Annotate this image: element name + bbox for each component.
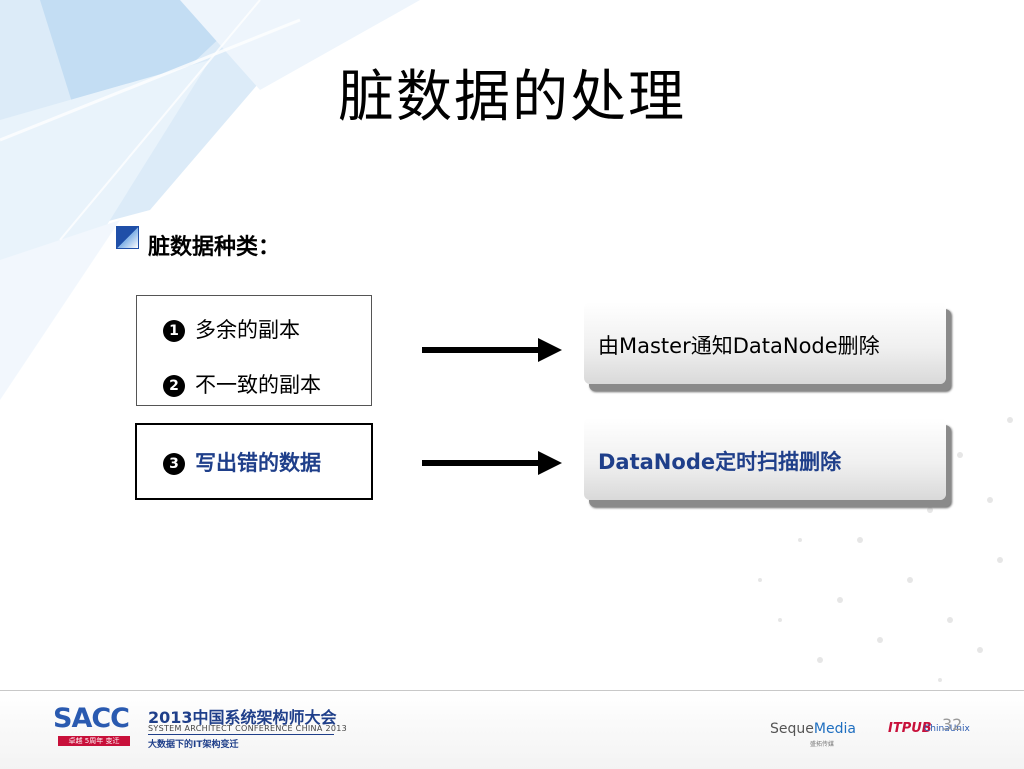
circled-number-icon: 3 bbox=[163, 453, 185, 475]
dirty-type-label: 多余的副本 bbox=[195, 318, 300, 342]
conference-title: 2013中国系统架构师大会 bbox=[148, 708, 337, 727]
divider bbox=[148, 734, 334, 735]
circled-number-icon: 1 bbox=[163, 320, 185, 342]
sponsor-chinaunix-logo: ChinaUnix bbox=[924, 724, 970, 734]
sponsor-seque-cn: 盛拓传媒 bbox=[810, 741, 835, 748]
slide-title: 脏数据的处理 bbox=[338, 65, 686, 130]
list-item: 1 多余的副本 bbox=[163, 314, 300, 344]
dirty-types-box: 1 多余的副本 2 不一致的副本 bbox=[136, 295, 372, 406]
action-label: 由Master通知DataNode删除 bbox=[598, 334, 880, 358]
sponsor-text: Media bbox=[813, 721, 856, 737]
action-card-master-delete: 由Master通知DataNode删除 bbox=[584, 302, 946, 384]
list-item: 2 不一致的副本 bbox=[163, 369, 321, 399]
sponsor-seque-media-logo: SequeMedia bbox=[770, 721, 856, 737]
write-error-box: 3 写出错的数据 bbox=[135, 423, 373, 500]
action-card-datanode-scan: DataNode定时扫描删除 bbox=[584, 418, 946, 500]
sponsor-itpub-logo: ITPUB bbox=[888, 721, 932, 736]
sacc-logo: SACC bbox=[53, 703, 130, 734]
list-item: 3 写出错的数据 bbox=[163, 447, 321, 477]
bullet-square-icon bbox=[116, 226, 139, 249]
dirty-type-label: 不一致的副本 bbox=[195, 373, 321, 397]
arrow-right-icon bbox=[422, 338, 562, 362]
conference-subtitle: SYSTEM ARCHITECT CONFERENCE CHINA 2013 bbox=[148, 724, 348, 733]
page-number: 32 bbox=[942, 715, 963, 734]
logo-tag: 卓越 5周年 变迁 bbox=[58, 736, 130, 746]
footer: SACC 卓越 5周年 变迁 2013中国系统架构师大会 SYSTEM ARCH… bbox=[0, 690, 1024, 769]
circled-number-icon: 2 bbox=[163, 375, 185, 397]
action-label: DataNode定时扫描删除 bbox=[598, 450, 842, 474]
section-heading: 脏数据种类： bbox=[148, 235, 281, 260]
sponsor-text: Seque bbox=[770, 721, 814, 737]
dirty-type-label: 写出错的数据 bbox=[195, 451, 321, 475]
conference-slogan: 大数据下的IT架构变迁 bbox=[148, 740, 239, 750]
arrow-right-icon bbox=[422, 451, 562, 475]
